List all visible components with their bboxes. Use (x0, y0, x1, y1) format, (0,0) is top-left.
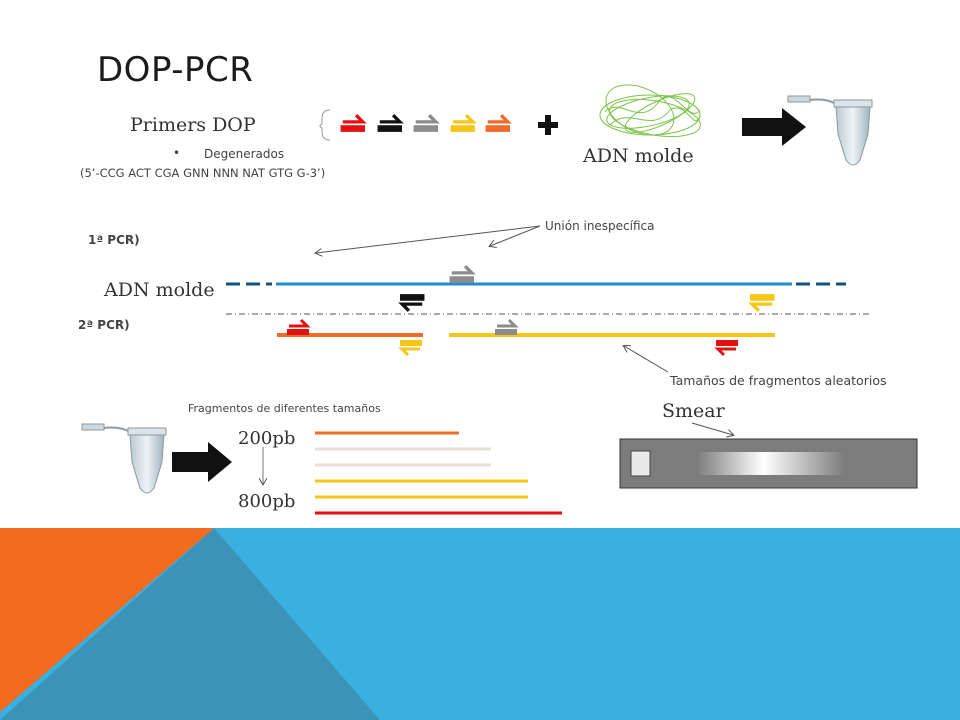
adn-molde-label: ADN molde (583, 145, 694, 167)
right-arrow-icon (377, 113, 404, 133)
left-arrow-icon (714, 339, 738, 357)
size-800-label: 800pb (238, 491, 296, 512)
right-arrow-icon (493, 318, 519, 336)
degenerados-text: Degenerados (204, 147, 285, 161)
bracket-icon (319, 109, 331, 141)
tube-icon (787, 95, 873, 166)
left-arrow-icon (398, 293, 427, 313)
right-arrow-icon (340, 113, 367, 133)
fragment-ladder (315, 431, 562, 515)
dna-coil-icon (599, 84, 701, 138)
pcr2-label: 2ª PCR) (78, 318, 130, 332)
primers-label: Primers DOP (130, 114, 256, 136)
primer-sequence: (5’-CCG ACT CGA GNN NNN NAT GTG G-3’) (80, 166, 326, 180)
slide-footer-decoration (0, 528, 960, 720)
right-arrow-icon (413, 113, 440, 133)
right-arrow-icon (448, 264, 476, 284)
pcr1-label: 1ª PCR) (88, 233, 140, 247)
smear-label: Smear (662, 400, 725, 422)
fragmentos-label: Fragmentos de diferentes tamaños (188, 402, 381, 415)
slide-title: DOP-PCR (97, 50, 254, 90)
right-arrow-icon (285, 318, 311, 336)
gel-smear (619, 438, 918, 489)
bullet-dot: • (173, 146, 181, 160)
left-arrow-icon (748, 293, 776, 313)
big-arrow-icon (742, 108, 806, 146)
right-arrow-icon (450, 113, 477, 133)
right-arrow-icon (485, 113, 512, 133)
size-200-label: 200pb (238, 428, 296, 449)
adn-molde-template-label: ADN molde (104, 279, 215, 301)
plus-icon (538, 115, 558, 135)
tamanos-label: Tamaños de fragmentos aleatorios (670, 373, 887, 388)
tube-icon (81, 423, 167, 494)
template-dna-line (226, 282, 872, 315)
union-inespecifica-label: Unión inespecífica (545, 219, 655, 233)
big-arrow-icon (172, 442, 232, 482)
left-arrow-icon (398, 339, 422, 357)
